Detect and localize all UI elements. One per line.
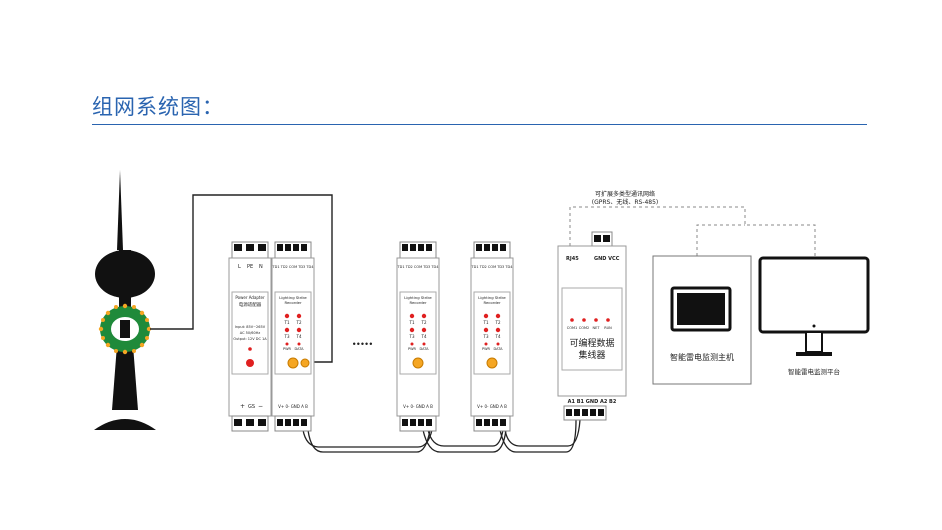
host-label: 智能雷电监测主机 [670, 352, 734, 362]
collector-led-com1: COM1 [567, 326, 577, 330]
collector-power-label: GND VCC [594, 256, 620, 262]
recorder-3-bottom-terminals: V+ 0- GND A B [477, 404, 507, 409]
page-title: 组网系统图： [92, 95, 224, 119]
recorder-1-top-terminals: TD1 TD2 COM TD3 TD4 [272, 265, 315, 269]
recorder-3-data: DATA [493, 347, 503, 351]
platform-label: 智能雷电监测平台 [788, 367, 840, 376]
title-divider [92, 124, 867, 125]
collector-bottom-terminals: A1 B1 GND A2 B2 [568, 399, 617, 405]
recorder-2-bottom-terminals: V+ 0- GND A B [403, 404, 433, 409]
recorder-3-led-t4: T4 [495, 334, 501, 339]
recorder-2-name-2: Recorder [409, 300, 426, 305]
collector-name-line1: 可编程数据 [569, 337, 614, 349]
power-adapter-name-en: Power Adapter [235, 295, 265, 300]
network-dashed-links [569, 206, 816, 258]
recorder-3-name: Lighting Strike [478, 295, 506, 300]
recorder-1-data: DATA [294, 347, 304, 351]
recorder-3-name-2: Recorder [483, 300, 500, 305]
data-collector-module: RJ45 GND VCC COM1 COM2 NET RUN 可编程数据 集线器… [557, 231, 627, 421]
terminal-minus: − [258, 403, 263, 410]
recorder-1-name: Lighting Strike [279, 295, 307, 300]
power-button [246, 359, 254, 367]
rs485-bus-wire [302, 419, 581, 453]
power-adapter-module: L PE N Power Adapter 电源适配器 Input: 85V~26… [228, 241, 272, 432]
power-adapter-spec3: Output: 12V DC 1A [233, 337, 267, 341]
signal-wire [150, 194, 333, 363]
current-transformer-coil [98, 303, 152, 355]
recorder-1-name-2: Recorder [284, 300, 301, 305]
network-note-line2: (GPRS、无线、RS-485) [592, 198, 659, 206]
recorder-3-led-t2: T2 [495, 320, 501, 325]
recorder-2-led-t1: T1 [409, 320, 415, 325]
power-adapter-spec2: AC 50/60Hz [240, 331, 261, 335]
lightning-recorder-module-2: TD1 TD2 COM TD3 TD4 Lighting Strike Reco… [396, 241, 440, 432]
recorder-1-pwr: PWR [283, 347, 292, 351]
terminal-gs: GS [248, 404, 255, 410]
more-recorders-ellipsis: ••••• [353, 339, 374, 349]
collector-rj45-label: RJ45 [566, 256, 579, 262]
power-adapter-spec1: Input: 85V~265V [235, 325, 266, 329]
lightning-rod [94, 170, 156, 430]
lightning-recorder-module-3: TD1 TD2 COM TD3 TD4 Lighting Strike Reco… [470, 241, 514, 432]
terminal-plus: + [240, 403, 245, 410]
recorder-2-sensor-port [412, 357, 424, 369]
network-note-line1: 可扩展多类型通讯网络 [595, 190, 655, 198]
recorder-3-sensor-port [486, 357, 498, 369]
recorder-3-pwr: PWR [482, 347, 491, 351]
recorder-1-bottom-terminals: V+ 0- GND A B [278, 404, 308, 409]
recorder-2-led-t3: T3 [409, 334, 415, 339]
recorder-1-led-t2: T2 [296, 320, 302, 325]
terminal-l: L [238, 264, 241, 270]
monitoring-host: 智能雷电监测主机 [652, 255, 752, 385]
recorder-3-led-t3: T3 [483, 334, 489, 339]
lightning-recorder-module-1: TD1 TD2 COM TD3 TD4 Lighting Strike Reco… [271, 241, 315, 432]
collector-led-net: NET [593, 326, 601, 330]
recorder-1-input-connector [300, 358, 310, 368]
recorder-3-led-t1: T1 [483, 320, 489, 325]
terminal-n: N [259, 264, 263, 270]
power-adapter-name-cn: 电源适配器 [239, 301, 262, 308]
recorder-2-led-t4: T4 [421, 334, 427, 339]
collector-name-line2: 集线器 [578, 349, 605, 361]
monitoring-platform: 智能雷电监测平台 [758, 256, 870, 376]
recorder-1-led-t1: T1 [284, 320, 290, 325]
power-indicator-led [248, 347, 252, 351]
recorder-1-sensor-port [287, 357, 299, 369]
recorder-1-led-t3: T3 [284, 334, 290, 339]
recorder-2-data: DATA [419, 347, 429, 351]
recorder-2-name: Lighting Strike [404, 295, 432, 300]
recorder-2-pwr: PWR [408, 347, 417, 351]
recorder-3-top-terminals: TD1 TD2 COM TD3 TD4 [471, 265, 514, 269]
recorder-2-top-terminals: TD1 TD2 COM TD3 TD4 [397, 265, 440, 269]
collector-led-com2: COM2 [579, 326, 589, 330]
recorder-1-led-t4: T4 [296, 334, 302, 339]
recorder-2-led-t2: T2 [421, 320, 427, 325]
collector-led-run: RUN [604, 326, 612, 330]
terminal-pe: PE [247, 264, 253, 270]
